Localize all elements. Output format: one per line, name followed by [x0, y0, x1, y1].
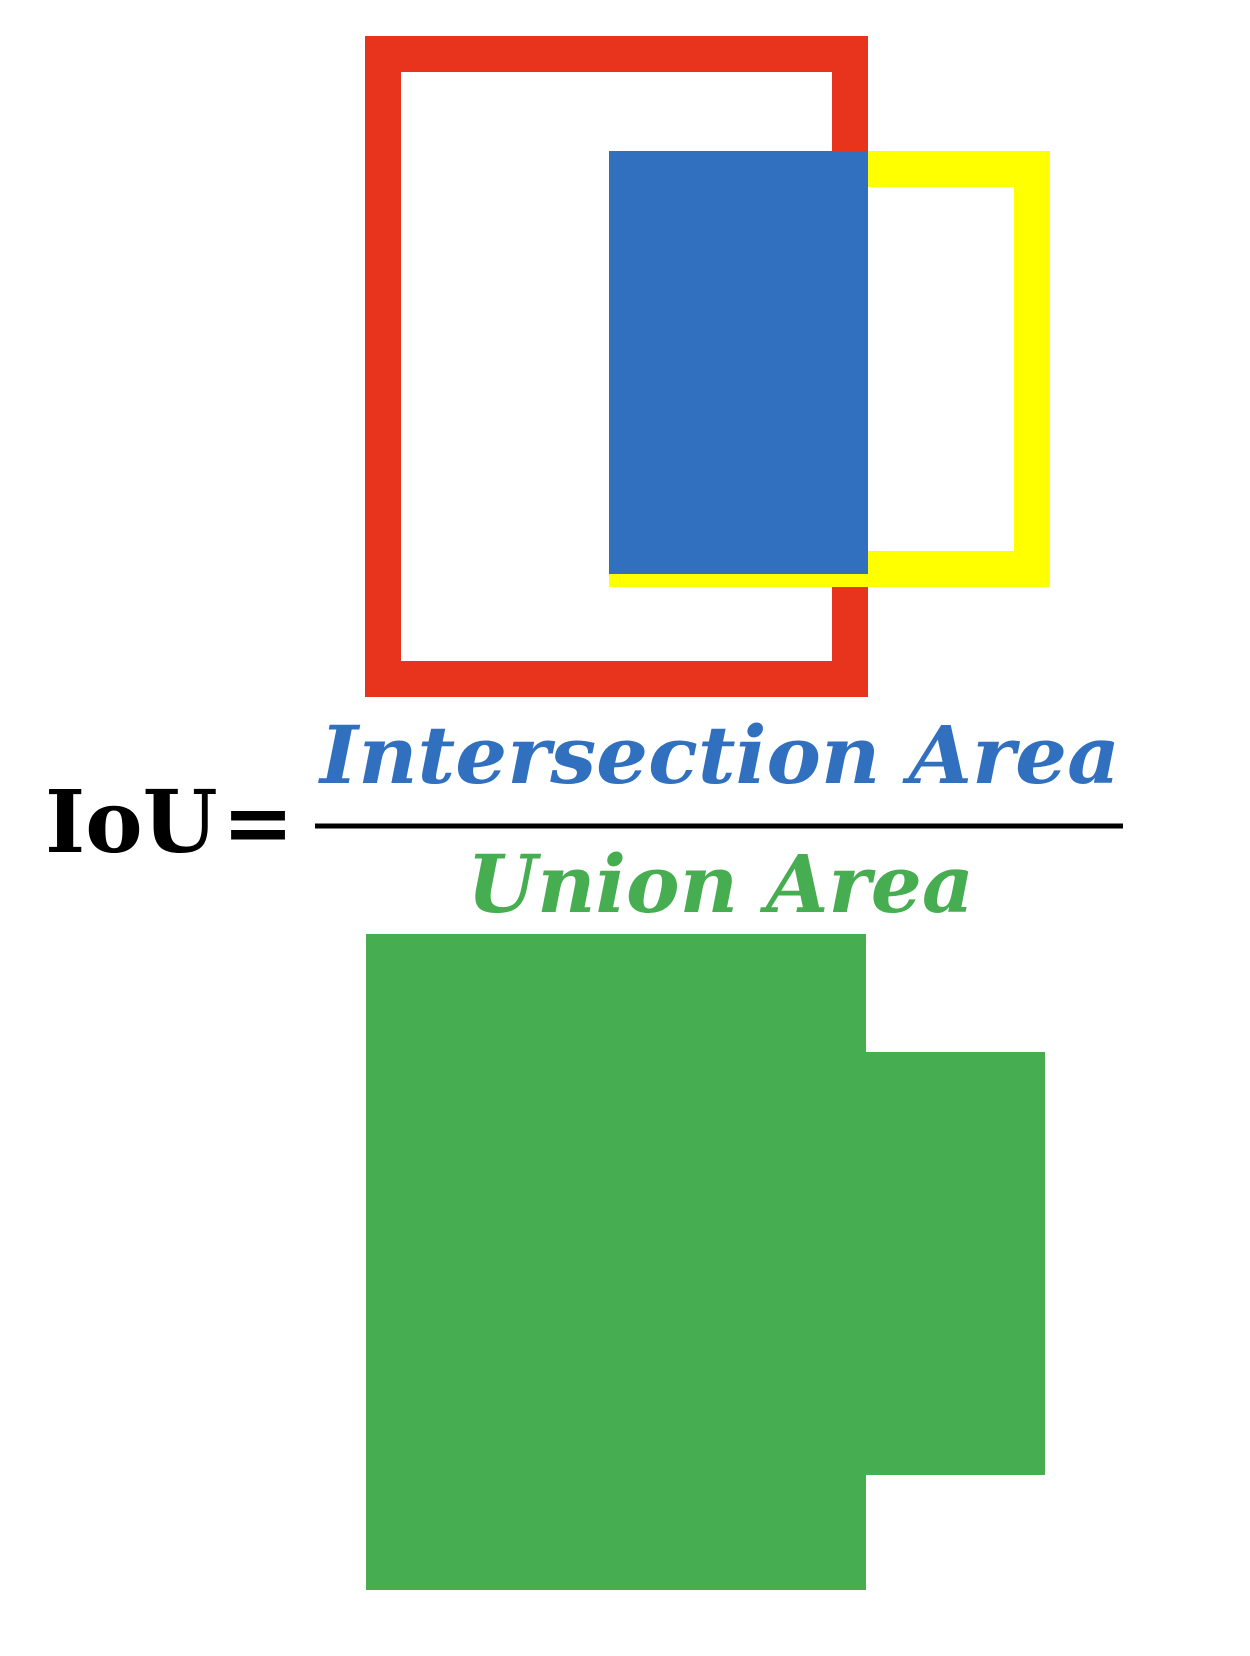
union-region [366, 934, 1045, 1590]
equals-sign: = [222, 772, 294, 873]
numerator-text: Intersection Area [318, 708, 1120, 802]
iou-formula: IoU = Intersection Area Union Area [45, 708, 1123, 931]
intersection-region [609, 151, 868, 574]
iou-label: IoU [45, 772, 218, 873]
denominator-text: Union Area [467, 837, 974, 931]
overlap-illustration [365, 36, 1050, 697]
union-illustration [366, 934, 1045, 1590]
